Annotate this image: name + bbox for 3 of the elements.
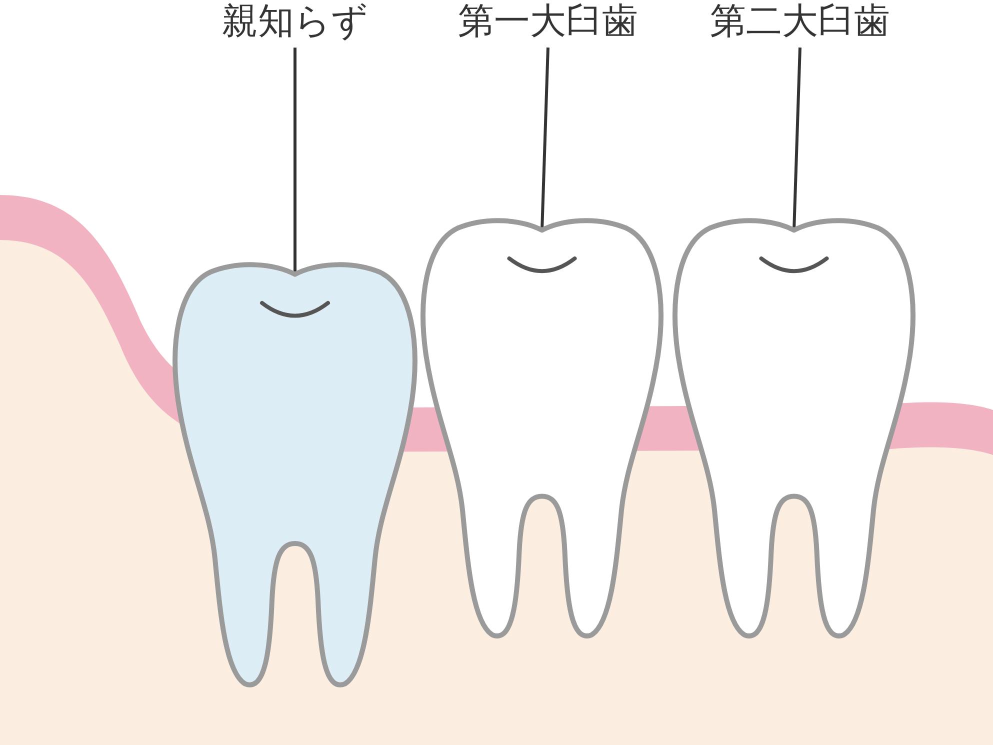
- tooth-name-label: 第二大臼歯: [710, 2, 890, 42]
- tooth-name-label: 親知らず: [222, 2, 368, 42]
- tooth-name-label: 第一大臼歯: [458, 2, 638, 42]
